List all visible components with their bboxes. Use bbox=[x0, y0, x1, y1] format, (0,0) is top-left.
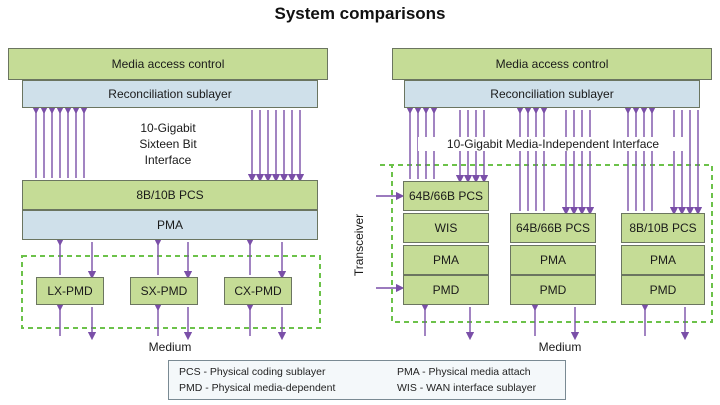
right-col1-64b66b-pcs: 64B/66B PCS bbox=[403, 181, 489, 211]
right-col1-pmd: PMD bbox=[403, 275, 489, 305]
legend-wis: WIS - WAN interface sublayer bbox=[397, 382, 537, 394]
left-transceiver-outline bbox=[21, 255, 321, 329]
left-reconciliation-sublayer: Reconciliation sublayer bbox=[22, 80, 318, 108]
left-interface-label: 10-Gigabit Sixteen Bit Interface bbox=[118, 120, 218, 168]
right-col2-pmd: PMD bbox=[510, 275, 596, 305]
legend: PCS - Physical coding sublayer PMD - Phy… bbox=[168, 360, 566, 400]
left-sx-pmd: SX-PMD bbox=[130, 277, 198, 305]
transceiver-label: Transceiver bbox=[352, 213, 366, 277]
left-interface-line-2: Sixteen Bit bbox=[139, 137, 197, 151]
left-interface-line-3: Interface bbox=[144, 153, 192, 167]
left-interface-line-1: 10-Gigabit bbox=[140, 121, 196, 135]
legend-pmd: PMD - Physical media-dependent bbox=[179, 382, 336, 394]
left-cx-pmd: CX-PMD bbox=[224, 277, 292, 305]
left-pma: PMA bbox=[22, 210, 318, 240]
legend-pcs: PCS - Physical coding sublayer bbox=[179, 366, 326, 378]
right-col2-pma: PMA bbox=[510, 245, 596, 275]
right-col1-wis: WIS bbox=[403, 213, 489, 243]
diagram-title: System comparisons bbox=[274, 4, 446, 23]
legend-pma: PMA - Physical media attach bbox=[397, 366, 531, 378]
right-col3-pma: PMA bbox=[621, 245, 705, 275]
left-8b10b-pcs: 8B/10B PCS bbox=[22, 180, 318, 210]
left-medium-label: Medium bbox=[148, 340, 192, 354]
left-lx-pmd: LX-PMD bbox=[36, 277, 104, 305]
left-media-access-control: Media access control bbox=[8, 48, 328, 80]
right-col2-64b66b-pcs: 64B/66B PCS bbox=[510, 213, 596, 243]
right-col1-pma: PMA bbox=[403, 245, 489, 275]
right-reconciliation-sublayer: Reconciliation sublayer bbox=[404, 80, 700, 108]
right-media-access-control: Media access control bbox=[392, 48, 712, 80]
right-col3-pmd: PMD bbox=[621, 275, 705, 305]
right-transceiver-outline bbox=[380, 164, 713, 323]
right-col3-8b10b-pcs: 8B/10B PCS bbox=[621, 213, 705, 243]
right-interface-label: 10-Gigabit Media-Independent Interface bbox=[418, 137, 688, 151]
right-medium-label: Medium bbox=[538, 340, 582, 354]
